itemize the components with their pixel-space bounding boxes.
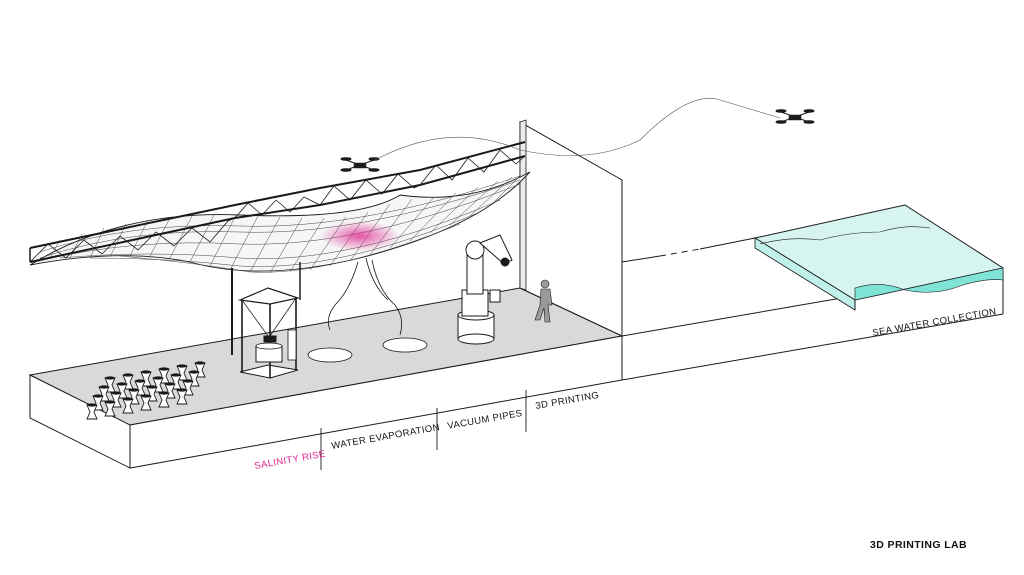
printed-stool-top (129, 388, 139, 392)
printed-stool-top (93, 394, 103, 398)
printed-stools (86, 361, 206, 420)
printed-stool-top (105, 376, 115, 380)
drone-flight-path (374, 98, 781, 161)
printed-stool-top (153, 376, 163, 380)
printed-stool-top (189, 370, 199, 374)
roof-truss (29, 141, 526, 263)
printed-stool-top (135, 379, 145, 383)
printed-stool-top (147, 385, 157, 389)
printed-stool-top (183, 379, 193, 383)
ground-slab (28, 287, 624, 469)
label-dividers (320, 390, 527, 470)
label-vacuum-pipes: VACUUM PIPES (447, 408, 524, 432)
person-icon (534, 279, 553, 323)
page-title: 3D PRINTING LAB (870, 539, 967, 551)
printed-stool-top (177, 388, 187, 392)
salt-pile (307, 347, 353, 363)
printed-stool-top (117, 382, 127, 386)
salt-pile (382, 337, 428, 353)
salinity-hotspot (320, 221, 400, 251)
label-salinity-rise: SALINITY RISE (254, 449, 327, 472)
printed-stool-top (141, 370, 151, 374)
printed-stool-top (177, 364, 187, 368)
printed-stool-top (195, 361, 205, 365)
sea-water-pool (753, 204, 1005, 311)
printed-stool-top (165, 382, 175, 386)
vacuum-pipes (327, 257, 403, 336)
drone-icon (340, 157, 380, 172)
delta-printer-icon (237, 287, 301, 379)
printed-stool-top (123, 373, 133, 377)
robot-arm-icon (457, 234, 513, 345)
drone-icon (775, 109, 815, 124)
printed-stool-top (159, 391, 169, 395)
printed-stool-top (159, 367, 169, 371)
canopy-mesh (29, 171, 531, 274)
printed-stool-top (99, 385, 109, 389)
printed-stool-top (123, 397, 133, 401)
printed-stool-top (171, 373, 181, 377)
printed-stool-top (87, 403, 97, 407)
printed-stool-top (105, 400, 115, 404)
label-sea-water-collection: SEA WATER COLLECTION (872, 306, 998, 339)
printed-stool-top (141, 394, 151, 398)
printed-stool-top (111, 391, 121, 395)
